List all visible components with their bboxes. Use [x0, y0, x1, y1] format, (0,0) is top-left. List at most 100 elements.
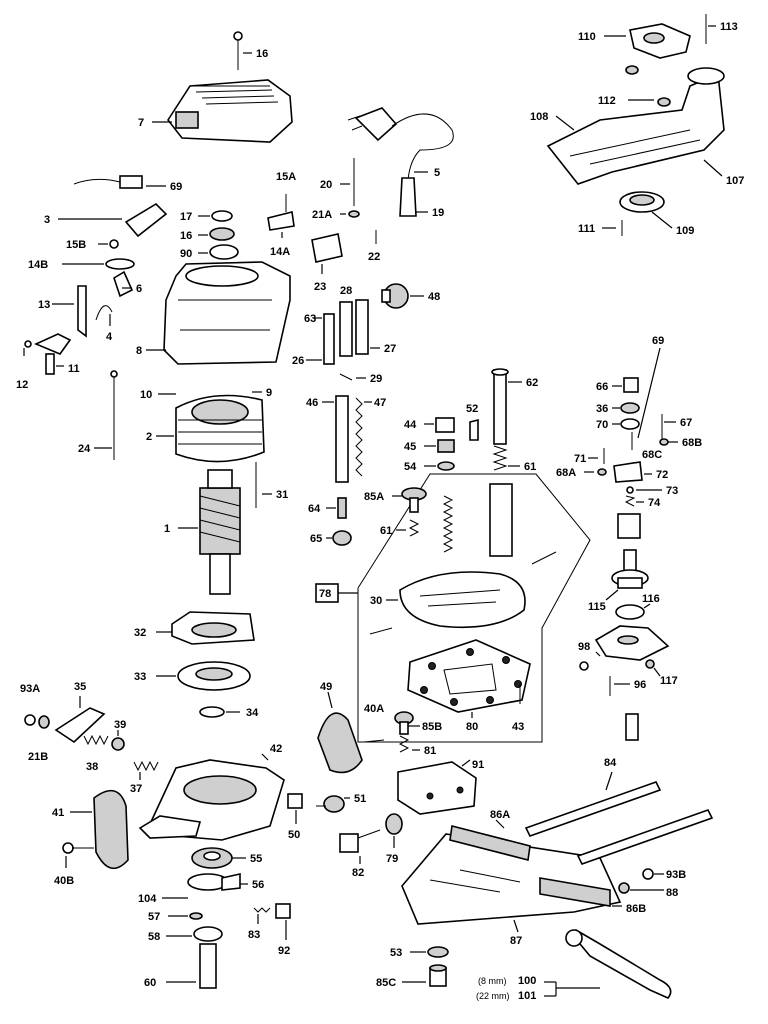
- label-61a: 61: [524, 461, 536, 473]
- spanner-100-101: [565, 929, 672, 999]
- label-100: 100: [518, 975, 536, 987]
- wire-24: [110, 370, 118, 460]
- spring-64: [337, 497, 347, 519]
- label-40b: 40B: [54, 875, 74, 887]
- label-16b: 16: [180, 230, 192, 242]
- label-47: 47: [374, 397, 386, 409]
- label-61b: 61: [380, 525, 392, 537]
- label-14a: 14A: [270, 246, 290, 258]
- label-40a: 40A: [364, 703, 384, 715]
- label-30: 30: [370, 595, 382, 607]
- screw-40b: [62, 842, 94, 854]
- label-71: 71: [574, 453, 586, 465]
- collet-nut-60: [199, 943, 217, 989]
- label-70: 70: [596, 419, 608, 431]
- fan-33: [177, 661, 251, 691]
- label-13: 13: [38, 299, 50, 311]
- screw-93b: [642, 868, 654, 880]
- label-108: 108: [530, 111, 548, 123]
- label-67: 67: [680, 417, 692, 429]
- label-34: 34: [246, 707, 259, 719]
- washer-34: [199, 706, 225, 718]
- washer-53: [427, 946, 449, 958]
- label-43: 43: [512, 721, 524, 733]
- label-21b: 21B: [28, 751, 48, 763]
- spring-47: [355, 397, 363, 477]
- label-112: 112: [598, 95, 616, 107]
- bearing-55: [191, 847, 233, 869]
- label-20: 20: [320, 179, 332, 191]
- label-85c: 85C: [376, 977, 396, 989]
- label-8mm: (8 mm): [478, 976, 507, 986]
- washer-88: [618, 882, 630, 894]
- key-52: [469, 418, 479, 441]
- label-87: 87: [510, 935, 522, 947]
- knob-65: [332, 530, 352, 546]
- label-60: 60: [144, 977, 156, 989]
- nut-21a: [348, 210, 360, 218]
- spring-37: [133, 760, 159, 772]
- base-pad-80: [407, 639, 531, 713]
- label-49: 49: [320, 681, 332, 693]
- label-31: 31: [276, 489, 288, 501]
- bumper-117: [645, 659, 655, 669]
- knob-48: [381, 283, 409, 309]
- label-50: 50: [288, 829, 300, 841]
- base-plate-30: [399, 571, 526, 629]
- washer-57: [189, 912, 203, 920]
- clip-4: [95, 305, 113, 321]
- armature-1: [199, 469, 241, 595]
- guide-block-91: [397, 761, 477, 815]
- nut-112: [657, 97, 671, 107]
- motor-housing-8: [163, 261, 291, 365]
- label-104: 104: [138, 893, 157, 905]
- spring-inner: [442, 495, 454, 553]
- fan-guide-32: [171, 611, 255, 645]
- label-117: 117: [660, 675, 678, 687]
- label-107: 107: [726, 175, 744, 187]
- washer-17: [211, 210, 233, 222]
- nut-68b: [659, 438, 669, 446]
- washer-36: [620, 402, 640, 414]
- label-29: 29: [370, 373, 382, 385]
- power-cord-5: [347, 107, 454, 217]
- nut-68a: [597, 468, 607, 476]
- knob-82: [339, 829, 381, 853]
- spring-81: [398, 735, 410, 753]
- screw-98: [579, 661, 589, 671]
- label-21a: 21A: [312, 209, 332, 221]
- label-6: 6: [136, 283, 142, 295]
- switch-11: [33, 333, 72, 375]
- cable-clamp-23: [311, 233, 343, 263]
- knob-66: [623, 377, 639, 393]
- label-52: 52: [466, 403, 478, 415]
- label-69: 69: [170, 181, 182, 193]
- label-27: 27: [384, 343, 396, 355]
- label-35: 35: [74, 681, 86, 693]
- pin-b: [369, 627, 393, 635]
- label-2: 2: [146, 431, 152, 443]
- spring-61: [492, 445, 508, 471]
- plate-50: [287, 793, 303, 809]
- carbon-brush-69: [73, 175, 143, 189]
- label-85b: 85B: [422, 721, 442, 733]
- label-72: 72: [656, 469, 668, 481]
- label-5: 5: [434, 167, 440, 179]
- screw-29: [339, 373, 353, 381]
- label-80: 80: [466, 721, 478, 733]
- sleeve: [617, 513, 641, 539]
- label-56: 56: [252, 879, 264, 891]
- label-12: 12: [16, 379, 28, 391]
- knob-85b: [394, 711, 414, 735]
- label-9: 9: [266, 387, 272, 399]
- label-16a: 16: [256, 48, 268, 60]
- label-115: 115: [588, 601, 606, 613]
- pin-39: [111, 737, 125, 751]
- clamp-14a: [267, 211, 295, 231]
- label-36: 36: [596, 403, 608, 415]
- parallel-fence-87: [401, 825, 622, 925]
- label-51: 51: [354, 793, 366, 805]
- label-24: 24: [78, 443, 91, 455]
- label-73: 73: [666, 485, 678, 497]
